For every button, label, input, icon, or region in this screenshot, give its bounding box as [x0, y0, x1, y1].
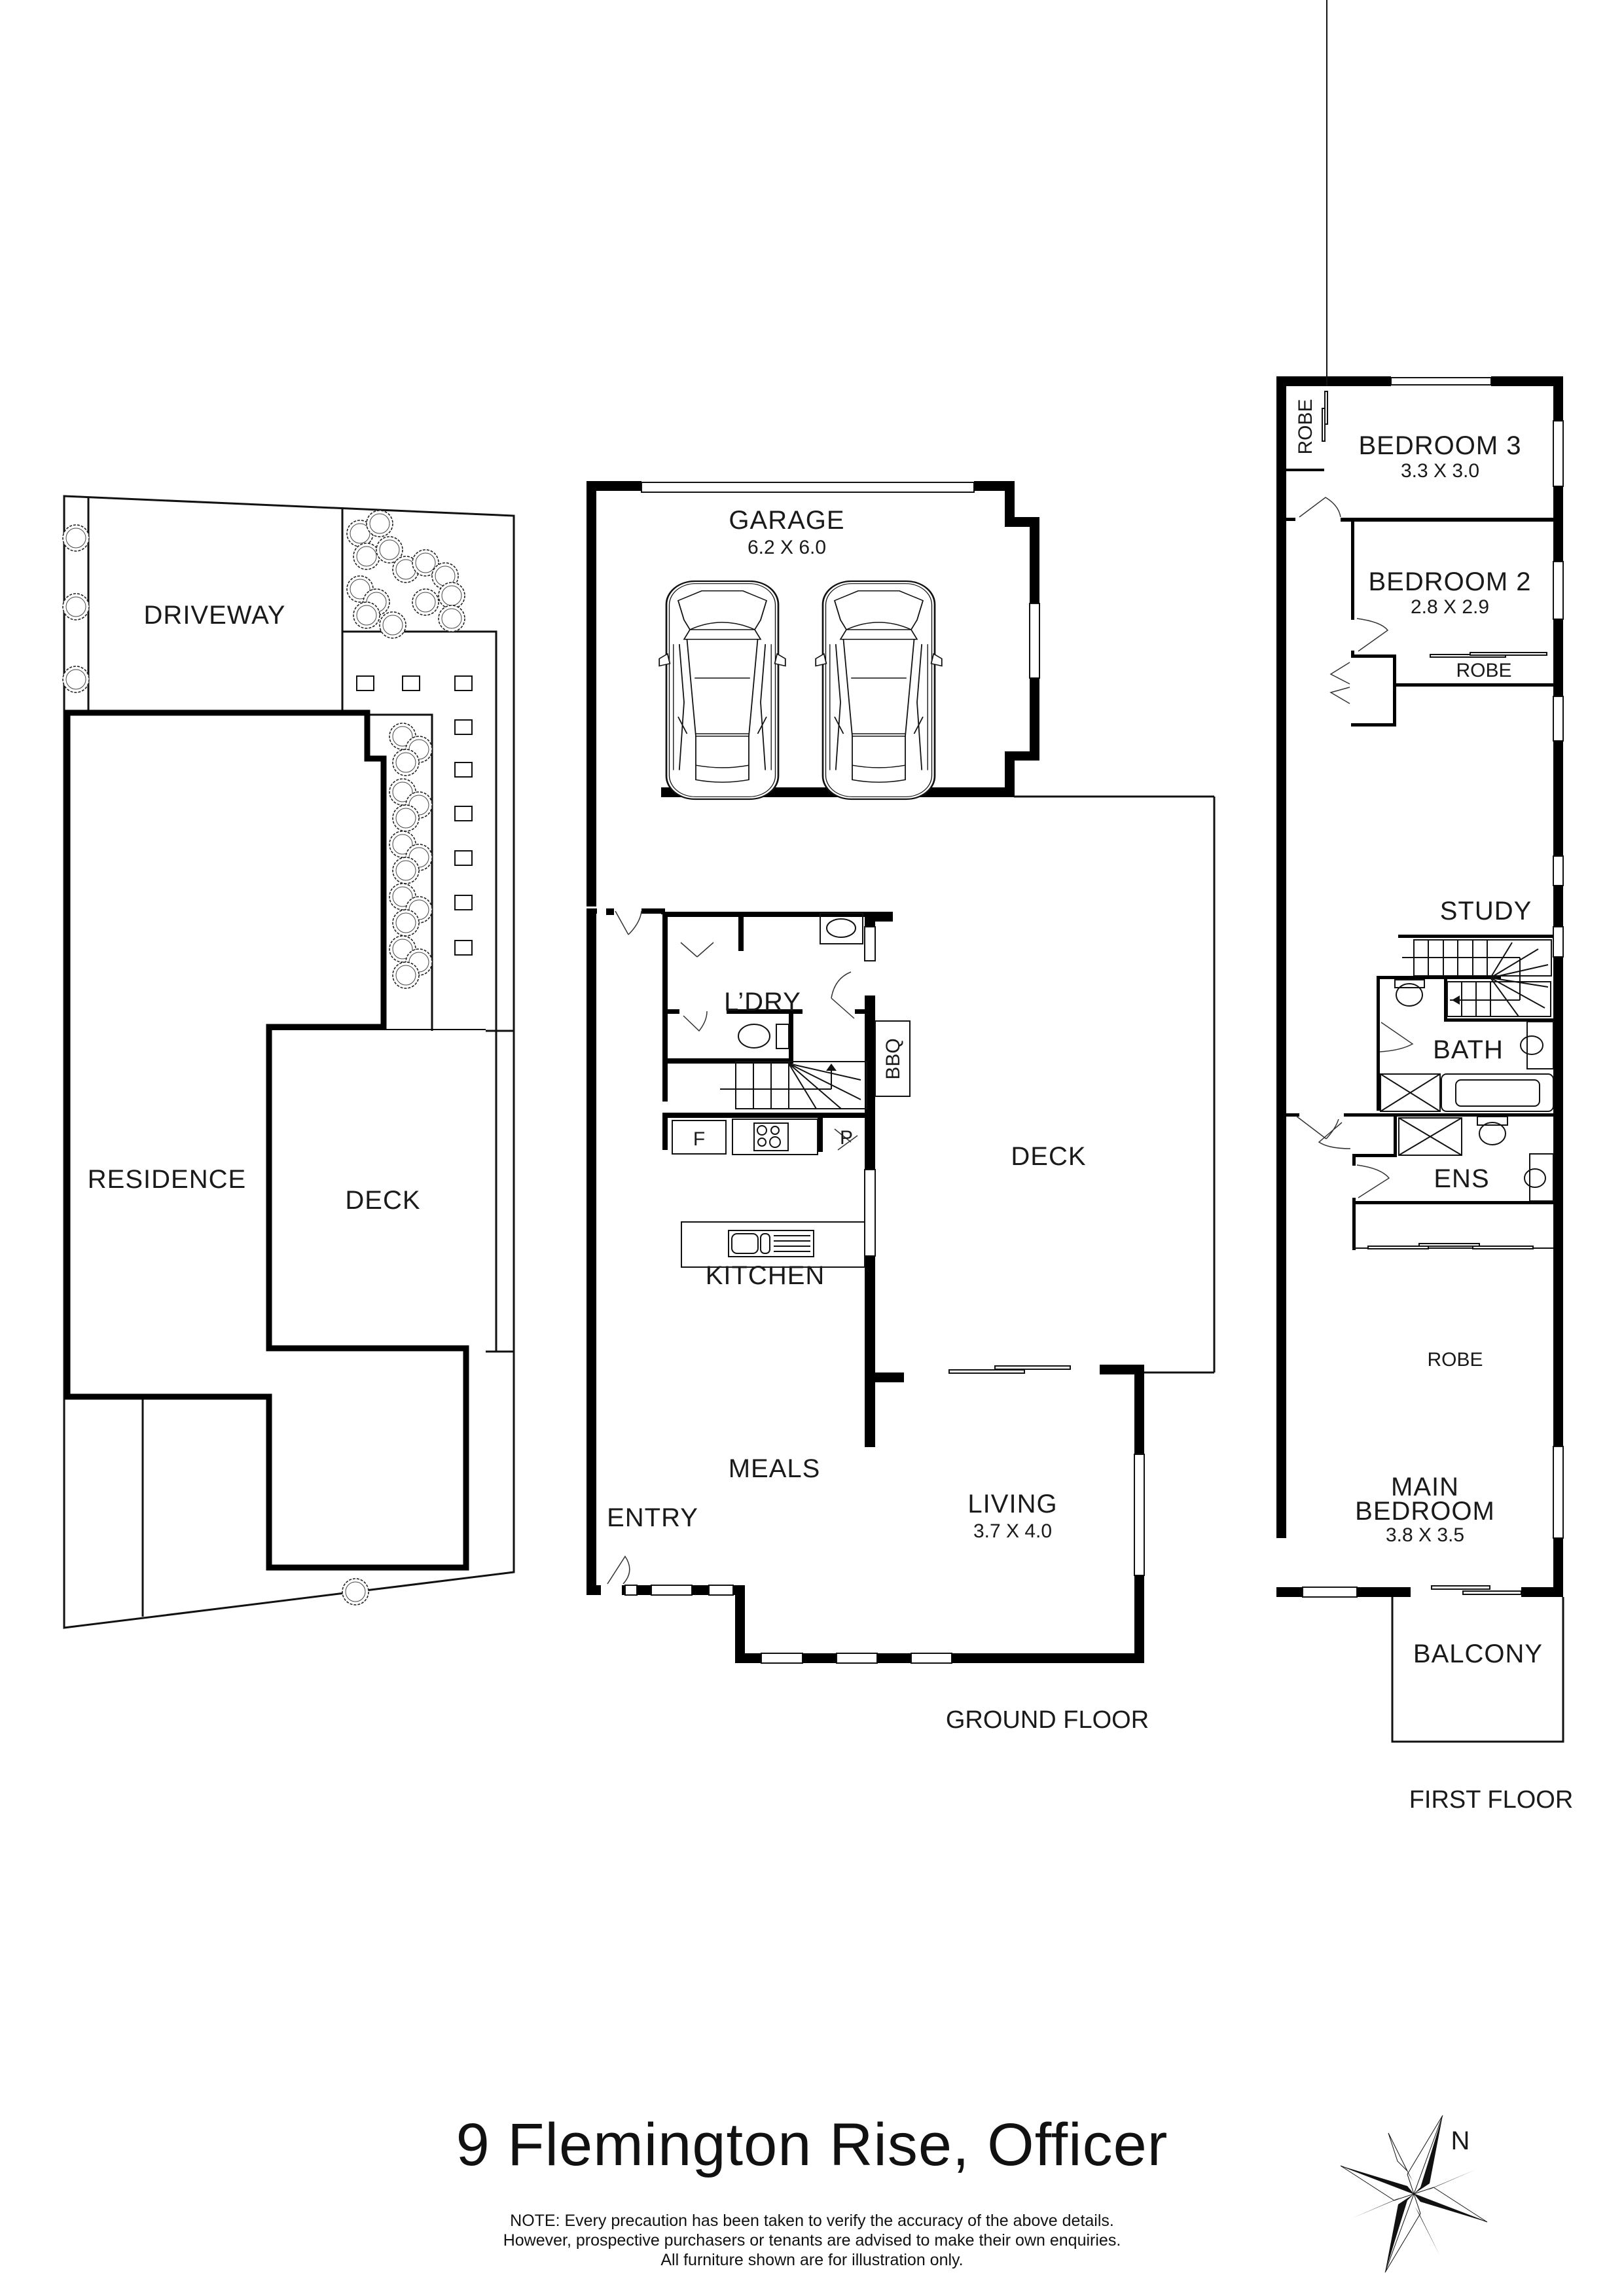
sink-icon	[728, 1230, 814, 1257]
room-label-garage: GARAGE	[729, 506, 844, 535]
car-icon-left	[658, 580, 787, 800]
cooktop-icon	[753, 1122, 789, 1151]
floor-label-first: FIRST FLOOR	[1409, 1786, 1574, 1814]
balcony-outline	[1391, 1597, 1564, 1743]
room-label-bath: BATH	[1433, 1035, 1504, 1064]
label-fridge: F	[693, 1128, 705, 1150]
room-label-study: STUDY	[1440, 897, 1532, 925]
room-label-main-bedroom-line1: MAIN	[1391, 1473, 1459, 1501]
room-label-kitchen: KITCHEN	[706, 1261, 825, 1290]
compass-north-label: N	[1451, 2126, 1470, 2155]
label-pantry: P	[840, 1127, 853, 1149]
room-size-bedroom3: 3.3 X 3.0	[1401, 460, 1479, 482]
bbq-unit	[875, 1020, 911, 1097]
room-label-main-bedroom-line2: BEDROOM	[1355, 1497, 1495, 1526]
site-plan: DRIVEWAY RESIDENCE DECK	[62, 495, 515, 1629]
car-icon-right	[814, 580, 943, 800]
room-size-main-bedroom: 3.8 X 3.5	[1386, 1524, 1464, 1546]
room-size-garage: 6.2 X 6.0	[748, 537, 826, 558]
disclaimer-line-2: However, prospective purchasers or tenan…	[503, 2231, 1121, 2250]
disclaimer-line-3: All furniture shown are for illustration…	[660, 2251, 964, 2269]
ground-stairs	[735, 1061, 867, 1109]
room-label-entry: ENTRY	[607, 1503, 698, 1532]
compass-rose-icon: N	[1340, 2115, 1488, 2273]
label-robe-bedroom2: ROBE	[1456, 660, 1511, 681]
room-size-bedroom2: 2.8 X 2.9	[1411, 596, 1489, 618]
label-robe-bedroom3: ROBE	[1295, 399, 1316, 454]
label-bbq: BBQ	[882, 1038, 904, 1079]
room-label-bedroom2: BEDROOM 2	[1368, 567, 1531, 596]
site-boundary	[63, 495, 515, 1629]
room-label-balcony: BALCONY	[1413, 1640, 1543, 1668]
room-label-laundry: L’DRY	[724, 988, 801, 1016]
cooktop-counter	[732, 1119, 818, 1155]
stepping-stones	[356, 675, 473, 956]
site-label-deck: DECK	[345, 1186, 420, 1215]
room-label-meals: MEALS	[729, 1454, 821, 1483]
site-label-driveway: DRIVEWAY	[144, 601, 286, 630]
shrub-icons	[62, 510, 465, 1605]
room-label-living: LIVING	[967, 1490, 1057, 1518]
first-floor-plan: ROBE BEDROOM 3 3.3 X 3.0 BEDROOM 2 2.8 X…	[1276, 0, 1573, 1814]
disclaimer-note: NOTE: Every precaution has been taken to…	[0, 2211, 1624, 2270]
site-label-residence: RESIDENCE	[88, 1165, 246, 1194]
label-robe-main: ROBE	[1427, 1349, 1483, 1371]
floor-label-ground: GROUND FLOOR	[946, 1706, 1149, 1734]
room-label-deck: DECK	[1011, 1142, 1086, 1171]
room-label-bedroom3: BEDROOM 3	[1358, 431, 1521, 460]
room-label-ensuite: ENS	[1434, 1164, 1489, 1193]
residence-outline	[64, 709, 469, 1571]
property-address-title: 9 Flemington Rise, Officer	[456, 2111, 1168, 2178]
disclaimer-line-1: NOTE: Every precaution has been taken to…	[510, 2212, 1114, 2230]
ground-floor-plan: GARAGE 6.2 X 6.0 L’DRY BBQ DECK F P KITC…	[586, 481, 1216, 1734]
room-size-living: 3.7 X 4.0	[973, 1520, 1052, 1542]
kitchen-island	[681, 1221, 865, 1268]
fridge	[672, 1120, 727, 1155]
